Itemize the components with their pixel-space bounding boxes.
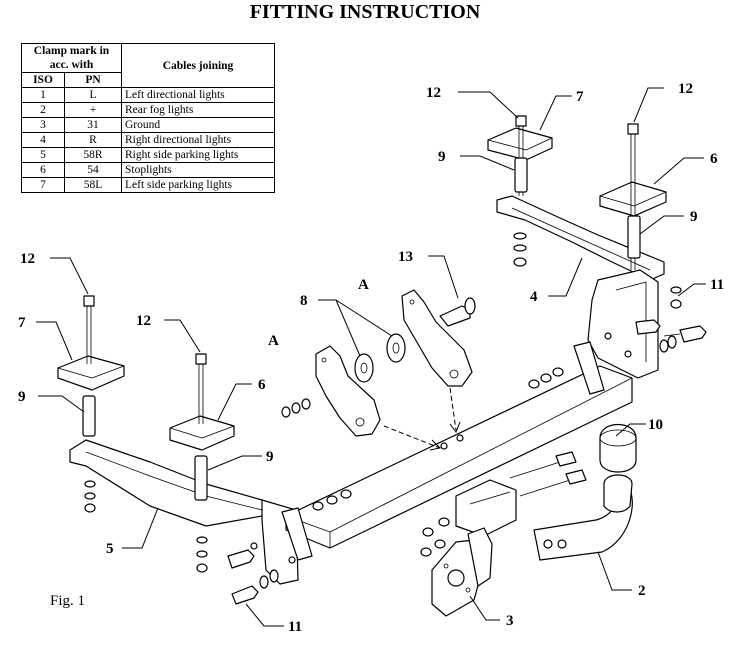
right-spacer-tubes: [514, 157, 641, 259]
right-washers-nuts: [513, 232, 682, 309]
right-clamp-plates: [487, 127, 667, 217]
hitch-bolts: [509, 451, 587, 497]
page-title: FITTING INSTRUCTION: [249, 1, 481, 23]
label-part-a: A: [358, 277, 369, 293]
main-crossbar: [281, 341, 633, 561]
label-part-9: 9: [690, 209, 698, 225]
label-part-9: 9: [18, 389, 26, 405]
label-part-5: 5: [106, 541, 114, 557]
right-bracket: [496, 195, 665, 379]
cell-desc: Left side parking lights: [121, 177, 275, 193]
table-row: 3 31 Ground: [21, 117, 275, 133]
assembly-arrows: [383, 387, 461, 451]
plate-a-left: [315, 345, 381, 437]
label-part-12: 12: [678, 81, 693, 97]
spacers-8: [354, 333, 406, 383]
figure-caption: Fig. 1: [50, 593, 85, 609]
table-row: 4 R Right directional lights: [21, 132, 275, 148]
label-part-3: 3: [506, 613, 514, 629]
left-long-bolts: [83, 295, 207, 424]
cell-pn: 58R: [64, 147, 122, 163]
label-part-12: 12: [426, 85, 441, 101]
plate-a-nuts: [281, 398, 311, 418]
left-side-bolts: [227, 549, 279, 605]
label-part-4: 4: [530, 289, 538, 305]
left-bracket: [69, 439, 299, 585]
left-spacer-tubes: [82, 395, 208, 501]
header-pn: PN: [64, 72, 122, 88]
label-part-12: 12: [20, 251, 35, 267]
label-part-2: 2: [638, 583, 646, 599]
label-part-10: 10: [648, 417, 663, 433]
left-washers-nuts: [84, 480, 208, 573]
header-clamp-mark: Clamp mark in acc. with: [21, 43, 122, 73]
label-part-11: 11: [710, 277, 724, 293]
socket-plate: [431, 527, 493, 617]
cell-desc: Right side parking lights: [121, 147, 275, 163]
right-side-bolts: [635, 319, 707, 353]
label-part-9: 9: [438, 149, 446, 165]
left-clamp-plates: [57, 355, 235, 451]
label-part-12: 12: [136, 313, 151, 329]
label-part-7: 7: [18, 315, 26, 331]
table-row: 7 58L Left side parking lights: [21, 177, 275, 193]
cable-joining-table: Clamp mark in acc. with Cables joining I…: [21, 43, 275, 193]
table-row: 2 + Rear fog lights: [21, 102, 275, 118]
bolt-13: [439, 297, 476, 327]
ball-mount-bracket: [420, 479, 517, 557]
tow-ball-neck: [533, 474, 633, 561]
leader-lines: [36, 87, 706, 627]
label-part-6: 6: [258, 377, 266, 393]
label-part-8: 8: [300, 293, 308, 309]
label-part-9: 9: [266, 449, 274, 465]
table-row: 5 58R Right side parking lights: [21, 147, 275, 163]
label-part-13: 13: [398, 249, 413, 265]
label-part-7: 7: [576, 89, 584, 105]
crossbar-nuts: [312, 367, 564, 511]
tow-ball: [599, 424, 637, 473]
label-part-11: 11: [288, 619, 302, 635]
label-part-a: A: [268, 333, 279, 349]
plate-a-right: [401, 289, 473, 387]
label-part-6: 6: [710, 151, 718, 167]
